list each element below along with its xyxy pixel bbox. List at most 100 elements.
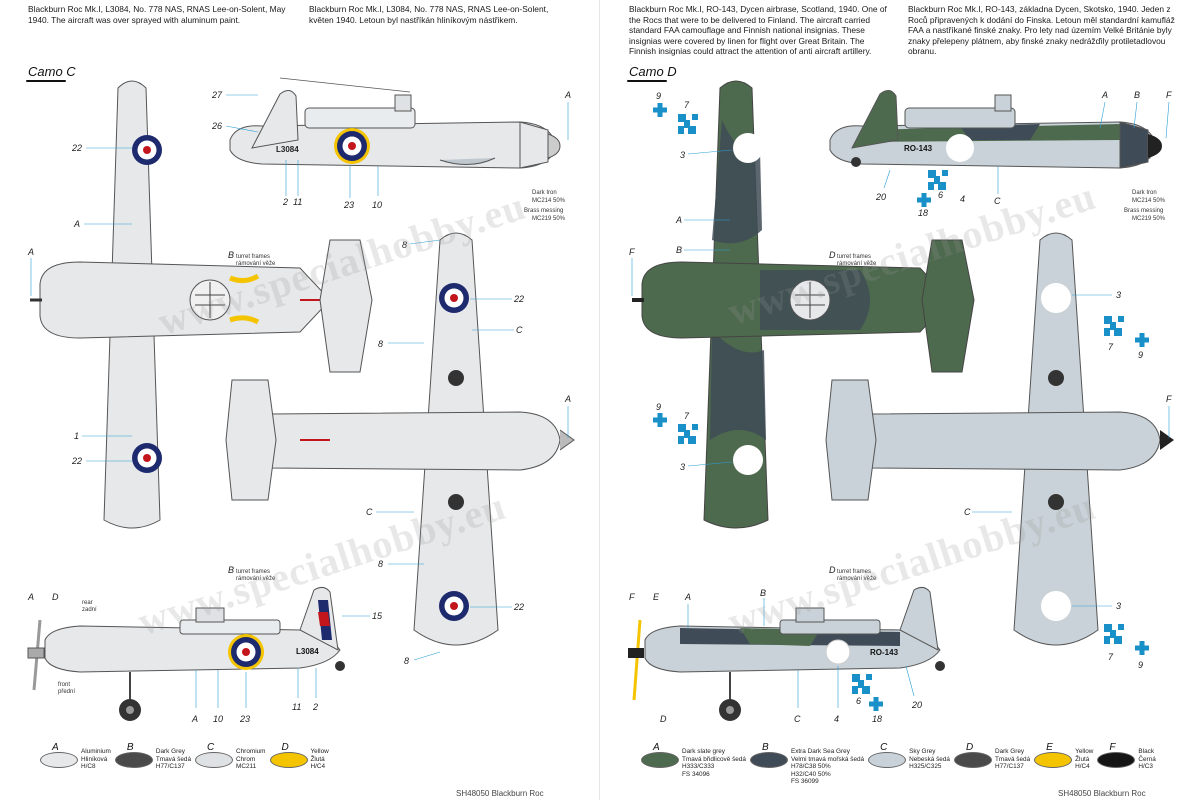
legend-d-text-line: H78/C38 50% xyxy=(790,763,831,771)
callout-c-c2: C xyxy=(366,507,373,517)
legend-d-letter: C xyxy=(880,742,888,753)
callout-d-7a: 7 xyxy=(684,100,690,110)
callout-d-d2: D xyxy=(829,565,836,575)
callout-c-a1: A xyxy=(73,219,80,229)
legend-d-swatch xyxy=(641,752,679,768)
callout-c-a6: A xyxy=(191,714,198,724)
legend-d-text-line: Nebeská šedá xyxy=(909,755,950,763)
dark-iron-c: Dark Iron xyxy=(532,190,557,196)
legend-d-text-line: Černá xyxy=(1138,755,1156,763)
callout-d-a1: A xyxy=(675,215,682,225)
callout-c-2b: 2 xyxy=(312,702,318,712)
callout-c-23b: 23 xyxy=(239,714,250,724)
description-camo-d-czech: Blackburn Roc Mk.I, RO-143, základna Dyc… xyxy=(908,4,1175,57)
legend-c-swatch xyxy=(195,752,234,768)
callout-d-18a: 18 xyxy=(918,208,928,218)
callout-d-f1: F xyxy=(629,247,635,257)
turret-frames-d1: turret frames xyxy=(837,254,871,260)
callout-d-3d: 3 xyxy=(1116,601,1121,611)
legend-d-text-line: Black xyxy=(1138,748,1155,755)
callout-c-10a: 10 xyxy=(372,200,382,210)
legend-c-text-line: Hliníková xyxy=(81,755,108,763)
camo-c-bottom-view xyxy=(225,232,575,646)
legend-d-text-line: FS 36099 xyxy=(790,778,819,786)
serial-d-lower: RO-143 xyxy=(870,648,899,657)
camo-d-top-view xyxy=(632,80,975,529)
callout-d-9b: 9 xyxy=(656,402,661,412)
legend-c-letter: A xyxy=(52,742,59,753)
legend-c-letter: C xyxy=(207,742,215,753)
callout-c-8c: 8 xyxy=(378,559,383,569)
legend-d-text-line: Extra Dark Sea Grey xyxy=(790,748,850,755)
camo-c-side-view-lower xyxy=(27,586,345,721)
callout-c-22b: 22 xyxy=(71,456,82,466)
legend-d-text-line: H333/C333 xyxy=(682,763,715,771)
dark-iron-d: Dark Iron xyxy=(1132,190,1157,196)
callout-d-3a: 3 xyxy=(680,150,685,160)
callout-d-6b: 6 xyxy=(856,696,861,706)
camo-d-title: Camo D xyxy=(629,64,677,79)
callout-c-b1: B xyxy=(228,250,234,260)
callout-d-b3: B xyxy=(760,588,766,598)
callout-d-7d: 7 xyxy=(1108,652,1114,662)
serial-d-upper: RO-143 xyxy=(904,144,933,153)
legend-d-letter: E xyxy=(1046,742,1053,753)
callout-c-22c: 22 xyxy=(513,294,524,304)
callout-d-7c: 7 xyxy=(1108,342,1114,352)
turret-frames-cz-c2: rámování věže xyxy=(236,576,276,582)
brass-c: Brass messing xyxy=(524,208,563,214)
callout-c-22d: 22 xyxy=(513,602,524,612)
legend-c-text-line: Dark Grey xyxy=(155,748,185,755)
legend-c-swatch xyxy=(269,752,308,768)
turret-frames-cz-c1: rámování věže xyxy=(236,261,276,267)
callout-c-10b: 10 xyxy=(213,714,223,724)
legend-c-text-line: Aluminium xyxy=(81,748,111,755)
callout-d-3c: 3 xyxy=(1116,290,1121,300)
callout-c-a2: A xyxy=(27,247,34,257)
legend-d-text-line: Tmavá břidlicově šedá xyxy=(682,755,746,763)
legend-d-swatch xyxy=(1097,752,1136,768)
callout-d-c1: C xyxy=(994,196,1001,206)
footer-right: SH48050 Blackburn Roc xyxy=(1058,789,1146,798)
callout-d-9c: 9 xyxy=(1138,350,1143,360)
legend-d-letter: A xyxy=(653,742,660,753)
legend-c-swatch xyxy=(114,752,153,768)
callout-d-6a: 6 xyxy=(938,190,943,200)
callout-c-8d: 8 xyxy=(404,656,409,666)
callout-c-27: 27 xyxy=(211,90,223,100)
dark-iron-pct-c: MC214 50% xyxy=(532,198,566,204)
camo-d-callouts: 9 7 3 A B F D turret frames rámování věž… xyxy=(629,90,1172,724)
legend-c-text-line: Tmavá šedá xyxy=(155,755,192,763)
callout-d-9a: 9 xyxy=(656,91,661,101)
turret-frames-cz-d2: rámování věže xyxy=(837,576,877,582)
serial-c-upper: L3084 xyxy=(276,145,299,154)
callout-d-c2: C xyxy=(964,507,971,517)
camo-d-bottom-view xyxy=(825,232,1174,646)
callout-c-b2: B xyxy=(228,565,234,575)
callout-c-a5: A xyxy=(27,592,34,602)
legend-c-text-line: MC211 xyxy=(236,763,257,771)
callout-d-a3: A xyxy=(684,592,691,602)
callout-d-f2: F xyxy=(1166,90,1172,100)
camo-c-underline xyxy=(26,80,66,82)
callout-d-f3: F xyxy=(1166,394,1172,404)
legend-d-text-line: H325/C325 xyxy=(909,763,942,771)
turret-frames-c2: turret frames xyxy=(236,569,270,575)
callout-d-4a: 4 xyxy=(960,194,965,204)
callout-d-3b: 3 xyxy=(680,462,685,472)
callout-c-d: D xyxy=(52,592,59,602)
